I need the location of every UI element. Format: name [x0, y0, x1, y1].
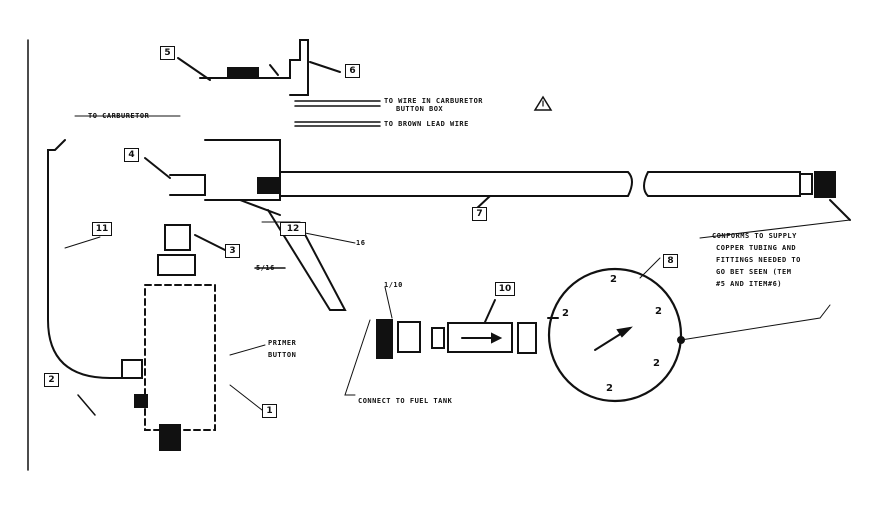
- fuel-tank-gauge: [547, 267, 683, 403]
- label-to-brown-lead: TO BROWN LEAD WIRE: [384, 120, 469, 128]
- callout-5: 5: [160, 46, 175, 60]
- callout-4: 4: [124, 148, 139, 162]
- label-connect-fuel-tank: CONNECT TO FUEL TANK: [358, 397, 453, 405]
- diagonal-bracket: [267, 209, 347, 311]
- gauge-number-right-top: 2: [655, 306, 662, 317]
- shutoff-valve: [376, 319, 393, 359]
- filter-top: [164, 224, 191, 251]
- label-small-5-16: 5/16: [256, 264, 275, 272]
- gauge-number-right-bottom: 2: [653, 358, 660, 369]
- label-conforms-3: FITTINGS NEEDED TO: [716, 256, 801, 264]
- label-conforms-1: CONFORMS TO SUPPLY: [712, 232, 797, 240]
- callout-11: 11: [92, 222, 112, 236]
- label-button: BUTTON: [268, 351, 297, 359]
- pump-body: [144, 284, 216, 431]
- label-small-16: 16: [356, 239, 366, 247]
- callout-1: 1: [262, 404, 277, 418]
- top-fitting-nut: [227, 67, 259, 79]
- gauge-number-top: 2: [610, 274, 617, 285]
- label-conforms-2: COPPER TUBING AND: [716, 244, 797, 252]
- callout-12: 12: [280, 222, 306, 236]
- callout-6: 6: [345, 64, 360, 78]
- fuel-tube-left: [279, 171, 633, 197]
- callout-8: 8: [663, 254, 678, 268]
- callout-3: 3: [225, 244, 240, 258]
- callout-7: 7: [472, 207, 487, 221]
- warning-icon: [533, 95, 553, 111]
- tube-end-fitting: [814, 171, 836, 198]
- in-line-filter: [447, 322, 513, 353]
- callout-10: 10: [495, 282, 515, 296]
- label-conforms-5: #5 AND ITEM#6): [716, 280, 783, 288]
- label-to-wire-top: TO WIRE IN CARBURETOR: [384, 97, 484, 105]
- label-to-carburetor: TO CARBURETOR: [88, 112, 150, 120]
- callout-2: 2: [44, 373, 59, 387]
- gauge-number-left: 2: [562, 308, 569, 319]
- label-small-1-10: 1/10: [384, 281, 403, 289]
- top-fitting: [199, 39, 309, 96]
- gauge-number-bottom: 2: [606, 383, 613, 394]
- carburetor-line: [47, 139, 131, 379]
- label-to-wire-bottom: BUTTON BOX: [396, 105, 444, 113]
- pump-bottom: [159, 424, 181, 451]
- label-primer: PRIMER: [268, 339, 297, 347]
- label-conforms-4: GO BET SEEN (TEM: [716, 268, 792, 276]
- fuel-tube-right: [643, 171, 801, 197]
